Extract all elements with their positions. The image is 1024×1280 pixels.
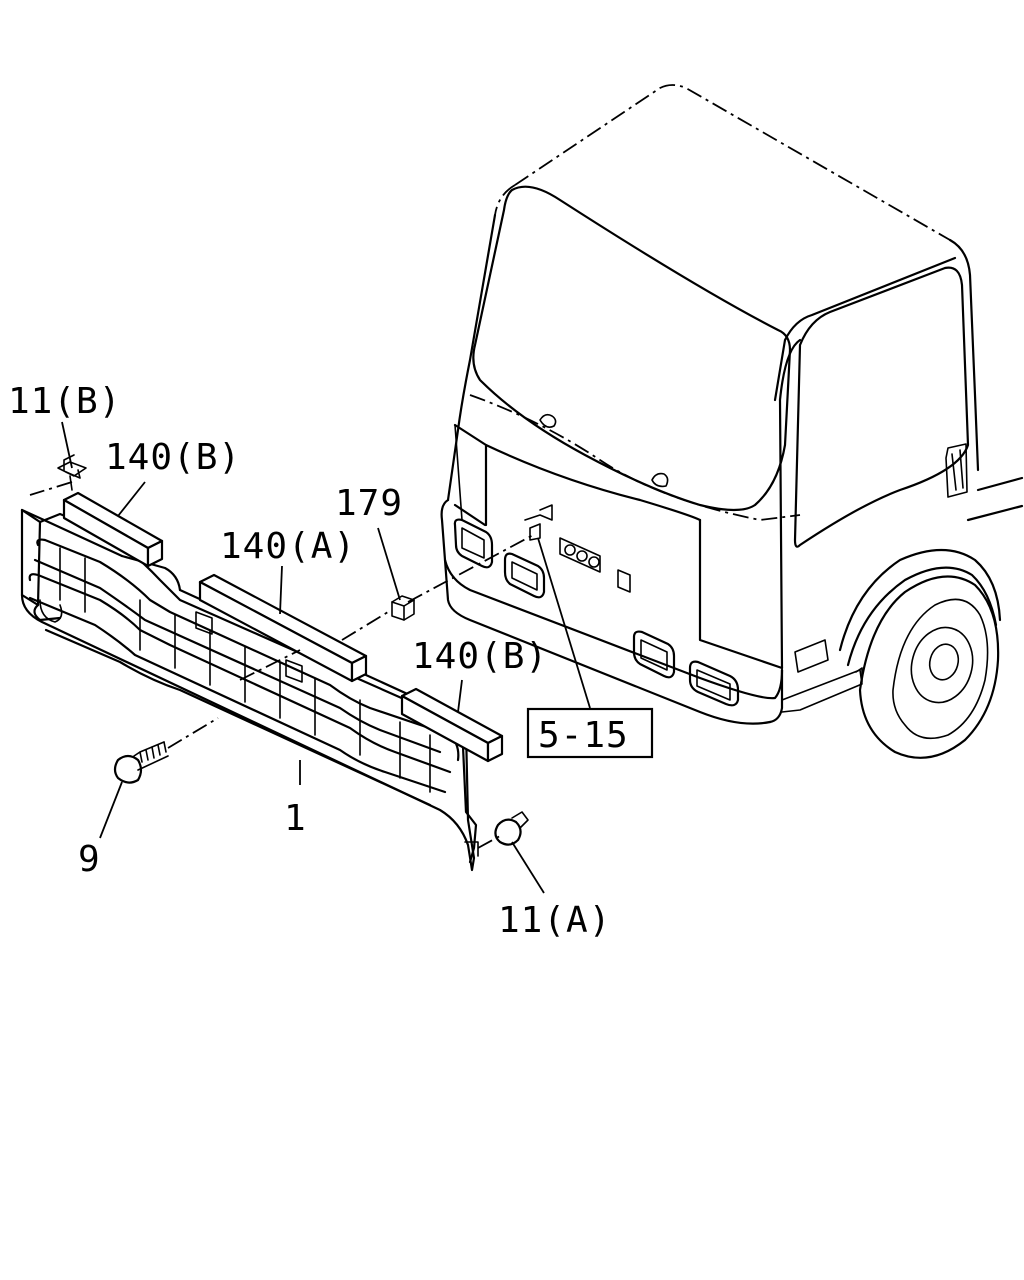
leader-lines (61, 421, 591, 894)
screw-9 (113, 741, 169, 784)
spacer-140b-lower (400, 687, 504, 763)
label-reference[interactable]: 5-15 (538, 715, 629, 756)
assembly-lines (29, 481, 536, 849)
label-spacer-140b-upper: 140(B) (105, 437, 241, 478)
label-clip-11a: 11(A) (498, 900, 611, 941)
label-screw: 9 (78, 839, 101, 880)
spacer-140b-upper (62, 491, 164, 568)
label-spacer-140b-lower: 140(B) (412, 636, 548, 677)
truck-cab (440, 84, 1024, 759)
spacer-140a (198, 573, 368, 683)
label-clip-11b: 11(B) (8, 381, 121, 422)
reference-box (526, 707, 654, 759)
nut-179 (391, 595, 415, 621)
label-grille: 1 (284, 798, 307, 839)
clip-11a (494, 811, 529, 846)
label-nut-179: 179 (335, 483, 403, 524)
label-spacer-140a: 140(A) (220, 526, 356, 567)
callout-labels: 11(B) 140(B) 140(A) 179 140(B) 5-15 1 9 … (8, 381, 654, 941)
